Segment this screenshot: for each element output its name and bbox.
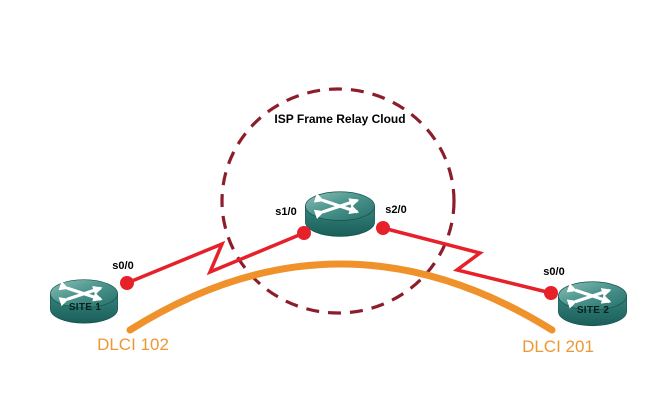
cloud-title: ISP Frame Relay Cloud [274, 112, 406, 126]
isp-router-icon [305, 192, 374, 237]
isp-left-interface-label: s1/0 [275, 206, 297, 218]
site1-s0-0-endpoint-dot [120, 276, 134, 290]
frame-relay-cloud-boundary [220, 87, 456, 315]
serial-link-isp-to-site2 [382, 226, 552, 295]
pvc-circuit-arc [126, 260, 556, 334]
site1-router-name: SITE 1 [68, 302, 102, 313]
site2-router-name: SITE 2 [576, 305, 610, 316]
dlci-102-label: DLCI 102 [97, 335, 169, 354]
site2-s0-0-endpoint-dot [544, 286, 558, 300]
site1-interface-label: s0/0 [112, 260, 134, 272]
isp-s2-0-endpoint-dot [376, 221, 390, 235]
dlci-201-label: DLCI 201 [522, 337, 594, 356]
serial-link-site1-to-isp [126, 231, 305, 285]
isp-s1-0-endpoint-dot [297, 226, 311, 240]
site2-interface-label: s0/0 [543, 266, 565, 278]
isp-right-interface-label: s2/0 [385, 204, 407, 216]
site2-router-icon [558, 282, 626, 326]
